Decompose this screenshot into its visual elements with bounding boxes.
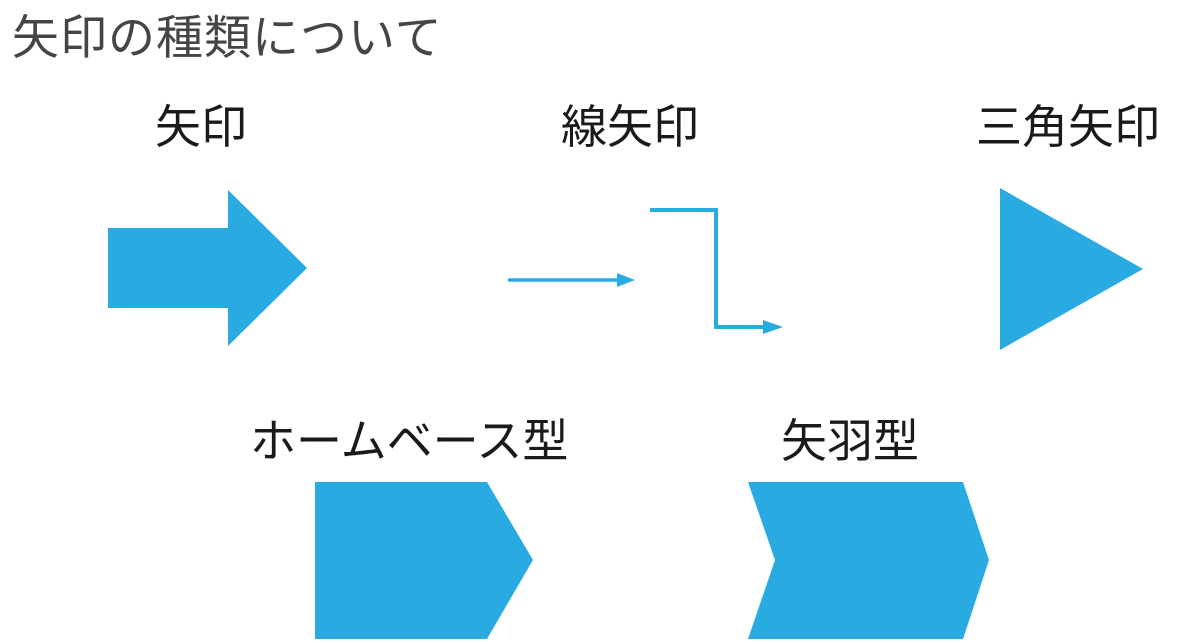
block-arrow-icon xyxy=(108,190,307,346)
triangle-arrow-icon xyxy=(1000,188,1143,350)
chevron-label: 矢羽型 xyxy=(781,415,919,467)
straight-line-arrow-icon xyxy=(508,273,635,287)
home-base-label: ホームベース型 xyxy=(250,415,569,467)
block-arrow-label: 矢印 xyxy=(155,101,247,153)
page-title: 矢印の種類について xyxy=(12,11,443,64)
home-base-pentagon-icon xyxy=(315,482,533,639)
line-arrow-label: 線矢印 xyxy=(561,101,699,153)
elbow-line-arrow-icon xyxy=(650,208,783,334)
chevron-icon xyxy=(748,482,989,639)
triangle-arrow-label: 三角矢印 xyxy=(976,101,1160,153)
